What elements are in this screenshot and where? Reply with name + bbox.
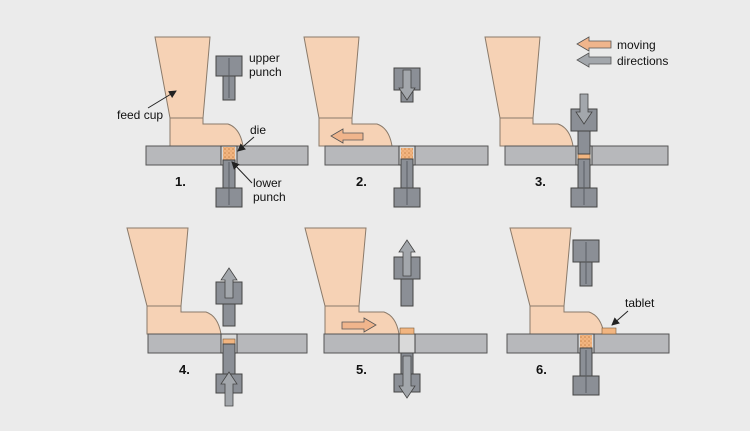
powder-fill: [223, 147, 235, 160]
lower-punch-pointer: [231, 161, 253, 184]
upper-punch: [393, 239, 421, 307]
step-number-2: 2.: [356, 174, 367, 189]
feed-cup: [303, 36, 393, 147]
upper-punch: [215, 267, 243, 327]
lower-punch: [215, 343, 243, 407]
panel-step-5: 5.: [304, 227, 488, 399]
legend-label-moving: moving: [617, 38, 656, 52]
lower-punch: [393, 158, 421, 208]
tablet-label: tablet: [625, 296, 655, 310]
upper-punch-label-line1: upper: [249, 51, 280, 65]
feed-cup: [126, 227, 222, 335]
upper-punch-up-arrow: [398, 239, 416, 277]
lower-punch-up-arrow: [220, 371, 238, 407]
upper-punch-down-arrow: [398, 69, 416, 101]
panel-step-4: 4.: [126, 227, 308, 407]
tablet-pointer: [611, 310, 629, 326]
die-cavity: [398, 333, 416, 354]
feed-cup: [484, 36, 574, 147]
panel-step-1: upper punch feed cup die lower punch 1.: [117, 36, 309, 208]
legend-orange-arrow: [576, 36, 612, 52]
step-number-5: 5.: [356, 362, 367, 377]
lower-punch: [572, 347, 600, 396]
step-number-4: 4.: [179, 362, 190, 377]
lower-punch-down-arrow: [398, 355, 416, 399]
upper-punch: [572, 239, 600, 287]
feed-cup-pointer: [147, 90, 177, 109]
lower-punch: [570, 158, 598, 208]
legend-gray-arrow: [576, 52, 612, 68]
panel-step-6: tablet 6.: [506, 227, 670, 396]
upper-punch: [393, 67, 421, 103]
compressed-tablet: [222, 338, 236, 345]
step-number-1: 1.: [175, 174, 186, 189]
step-number-6: 6.: [536, 362, 547, 377]
die-pointer: [237, 136, 255, 152]
tablet: [601, 327, 617, 335]
ejected-tablet: [399, 327, 415, 335]
legend-label-directions: directions: [617, 54, 668, 68]
feed-cup-move-arrow: [330, 128, 364, 144]
panel-step-3: 3.: [484, 36, 669, 208]
feed-cup-label: feed cup: [117, 108, 163, 122]
lower-punch: [215, 159, 243, 208]
powder-fill: [401, 148, 413, 159]
die-label: die: [250, 123, 266, 137]
lower-punch-label-line1: lower: [253, 176, 282, 190]
upper-punch-up-arrow: [220, 267, 238, 299]
lower-punch-label-line2: punch: [253, 190, 286, 204]
upper-punch: [215, 55, 243, 101]
powder-fill: [580, 335, 592, 348]
panel-step-2: 2.: [303, 36, 489, 208]
upper-punch: [570, 93, 598, 155]
feed-cup-move-arrow: [341, 317, 377, 333]
legend: moving directions: [576, 36, 668, 68]
upper-punch-down-arrow: [575, 93, 593, 125]
compressed-tablet: [577, 153, 591, 160]
upper-punch-label-line2: punch: [249, 65, 282, 79]
feed-cup: [304, 227, 400, 335]
lower-punch: [393, 352, 421, 399]
step-number-3: 3.: [535, 174, 546, 189]
